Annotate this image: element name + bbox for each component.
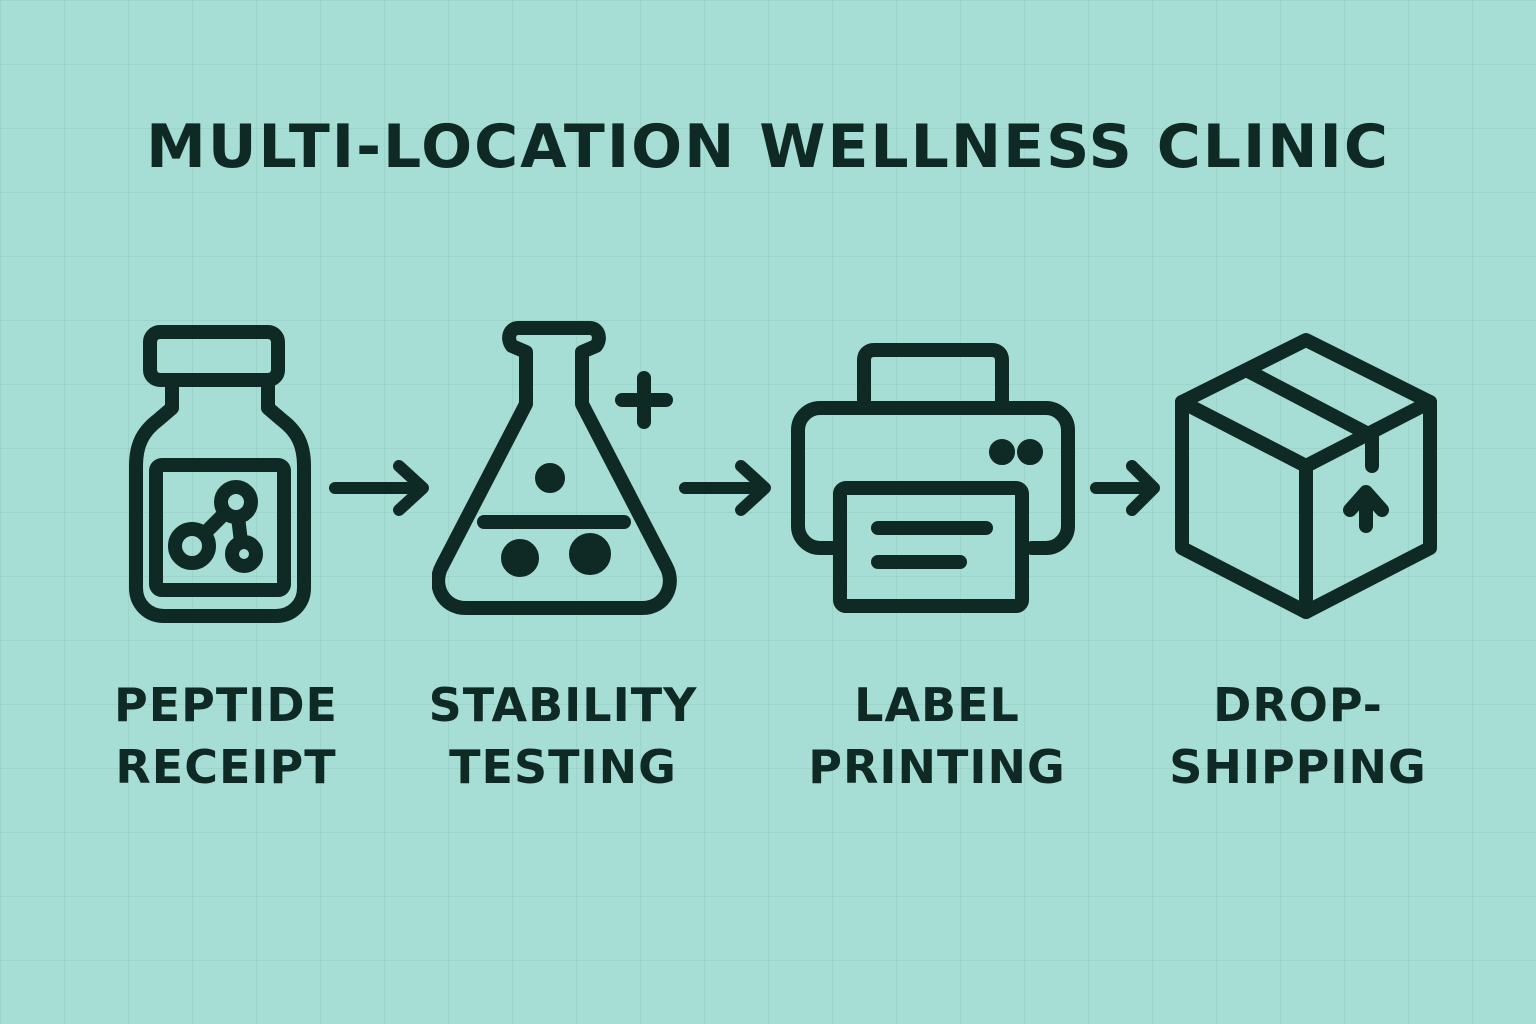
step-label-line: PEPTIDE xyxy=(114,678,338,732)
step-label-peptide-receipt: PEPTIDE RECEIPT xyxy=(46,674,406,798)
step-label-line: LABEL xyxy=(854,678,1020,732)
flask-icon xyxy=(432,318,692,618)
step-label-label-printing: LABEL PRINTING xyxy=(757,674,1117,798)
diagram-title: MULTI-LOCATION WELLNESS CLINIC xyxy=(146,112,1390,182)
step-label-line: STABILITY xyxy=(428,678,698,732)
step-label-line: RECEIPT xyxy=(115,740,337,794)
step-label-line: DROP- xyxy=(1213,678,1383,732)
arrow-right-icon xyxy=(325,458,435,522)
step-label-line: TESTING xyxy=(449,740,677,794)
arrow-right-icon xyxy=(1088,458,1168,522)
arrow-right-icon xyxy=(675,458,785,522)
box-icon xyxy=(1168,330,1448,630)
step-label-stability-testing: STABILITY TESTING xyxy=(383,674,743,798)
peptide-vial-icon xyxy=(120,320,320,630)
step-label-line: PRINTING xyxy=(808,740,1066,794)
step-label-drop-shipping: DROP- SHIPPING xyxy=(1118,674,1478,798)
step-label-line: SHIPPING xyxy=(1169,740,1427,794)
printer-icon xyxy=(790,342,1080,622)
